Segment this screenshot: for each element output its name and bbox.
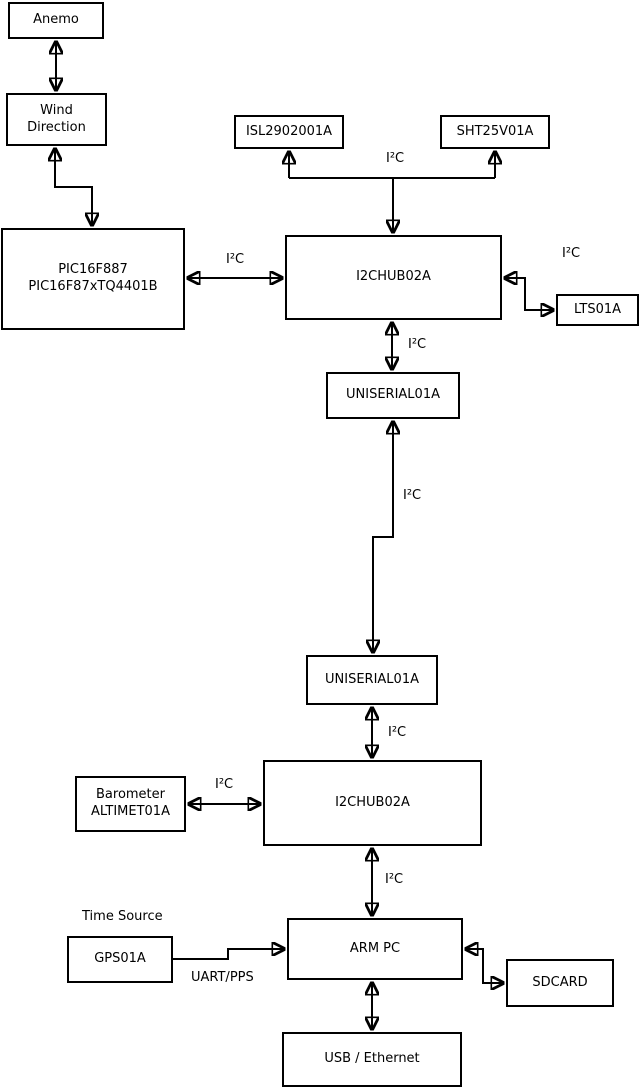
block-uniserial-top: UNISERIAL01A [326,372,460,419]
i2c-label-barometer: I²C [215,777,234,792]
connector-i2chub-lts [504,278,554,310]
block-anemo: Anemo [8,2,104,39]
i2c-label-i2chub-armpc: I²C [385,872,404,887]
block-pic-microcontroller: PIC16F887 PIC16F87xTQ4401B [1,228,185,330]
i2chub-top-label: I2CHUB02A [356,269,431,285]
connector-armpc-sdcard [465,949,504,983]
sdcard-label: SDCARD [532,974,588,990]
block-barometer: Barometer ALTIMET01A [75,776,186,832]
sht-label: SHT25V01A [456,123,534,139]
i2c-label-i2chub-uniserial-top: I²C [408,337,427,352]
block-gps01a: GPS01A [67,936,173,983]
usb-ethernet-label: USB / Ethernet [324,1051,420,1067]
block-i2chub-top: I2CHUB02A [285,235,502,320]
wind-direction-label-line1: Wind [40,102,73,118]
pic-label-line1: PIC16F887 [58,262,128,278]
arm-pc-label: ARM PC [349,940,401,956]
isl-label: ISL2902001A [245,123,333,139]
connector-uniserial-uniserial [373,421,393,653]
barometer-label-line1: Barometer [96,787,165,803]
connector-gps-armpc [173,949,285,960]
connector-wind-pic [55,148,92,226]
block-i2chub-bottom: I2CHUB02A [263,760,482,846]
i2c-label-uniserial-i2chub-bottom: I²C [388,725,407,740]
barometer-label-line2: ALTIMET01A [91,804,170,819]
i2c-label-i2chub-lts: I²C [562,246,581,261]
i2c-label-pic-i2chub: I²C [226,252,245,267]
block-wind-direction: Wind Direction [6,93,107,146]
uniserial-bottom-label: UNISERIAL01A [325,671,419,687]
uniserial-top-label: UNISERIAL01A [346,387,440,403]
lts-label: LTS01A [573,301,622,317]
block-arm-pc: ARM PC [287,918,463,980]
gps-label: GPS01A [94,951,146,967]
block-isl2902001a: ISL2902001A [234,115,344,149]
time-source-label: Time Source [82,909,163,924]
block-usb-ethernet: USB / Ethernet [282,1032,462,1087]
anemo-label: Anemo [33,12,79,28]
block-sht25v01a: SHT25V01A [440,115,550,149]
block-lts01a: LTS01A [556,294,639,326]
block-uniserial-bottom: UNISERIAL01A [306,655,438,705]
wind-direction-label-line2: Direction [27,119,86,135]
pic-label-line2: PIC16F87xTQ4401B [28,279,158,294]
uart-pps-label: UART/PPS [191,970,254,985]
i2chub-bottom-label: I2CHUB02A [335,794,410,810]
i2c-label-isl-sht-bus: I²C [386,151,405,166]
block-sdcard: SDCARD [506,959,614,1007]
i2c-label-uniserial-link: I²C [403,488,422,503]
